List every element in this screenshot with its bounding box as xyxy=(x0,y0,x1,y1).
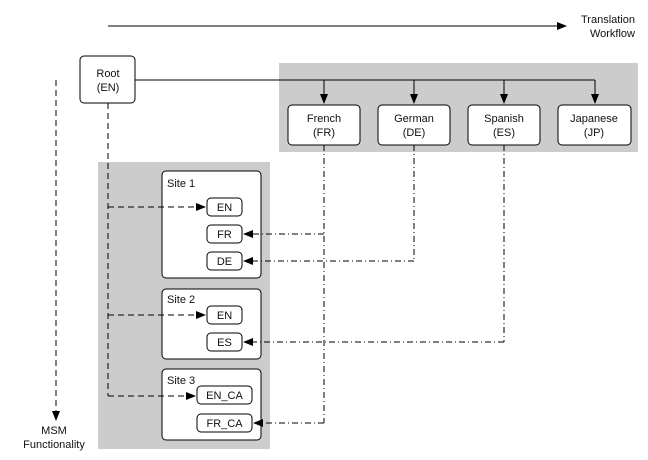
site-1-page-de-label: DE xyxy=(217,256,232,268)
site-2-title: Site 2 xyxy=(167,294,195,306)
language-box-german[interactable] xyxy=(377,104,451,146)
site-1-page-de[interactable] xyxy=(206,251,243,271)
site-2-page-es[interactable] xyxy=(206,332,243,352)
msm-functionality-label-2: Functionality xyxy=(23,439,85,451)
site-3-title: Site 3 xyxy=(167,375,195,387)
language-name-japanese: Japanese xyxy=(570,113,618,125)
site-3-page-fr-ca[interactable] xyxy=(196,413,253,433)
language-box-french[interactable] xyxy=(287,104,361,146)
site-2-page-en[interactable] xyxy=(206,305,243,325)
site-1-page-fr-label: FR xyxy=(217,229,232,241)
site-1-title: Site 1 xyxy=(167,178,195,190)
language-box-japanese[interactable] xyxy=(557,104,632,146)
language-name-french: French xyxy=(307,113,341,125)
language-code-spanish: (ES) xyxy=(493,127,515,139)
translation-workflow-label-1: Translation xyxy=(581,14,635,26)
site-3-page-en-ca[interactable] xyxy=(196,385,253,405)
language-name-spanish: Spanish xyxy=(484,113,524,125)
site-1-page-en-label: EN xyxy=(217,202,232,214)
site-2-page-en-label: EN xyxy=(217,310,232,322)
language-code-japanese: (JP) xyxy=(584,127,604,139)
root-code: (EN) xyxy=(97,82,120,94)
language-box-spanish[interactable] xyxy=(467,104,541,146)
site-1-page-fr[interactable] xyxy=(206,224,243,244)
site-2-page-es-label: ES xyxy=(217,337,232,349)
site-1-page-en[interactable] xyxy=(206,197,243,217)
language-code-german: (DE) xyxy=(403,127,426,139)
root-label: Root xyxy=(96,68,119,80)
site-3-page-en-ca-label: EN_CA xyxy=(206,390,243,402)
translation-workflow-label-2: Workflow xyxy=(590,28,635,40)
msm-functionality-label-1: MSM xyxy=(41,425,67,437)
language-name-german: German xyxy=(394,113,434,125)
site-3-page-fr-ca-label: FR_CA xyxy=(206,418,243,430)
language-code-french: (FR) xyxy=(313,127,335,139)
